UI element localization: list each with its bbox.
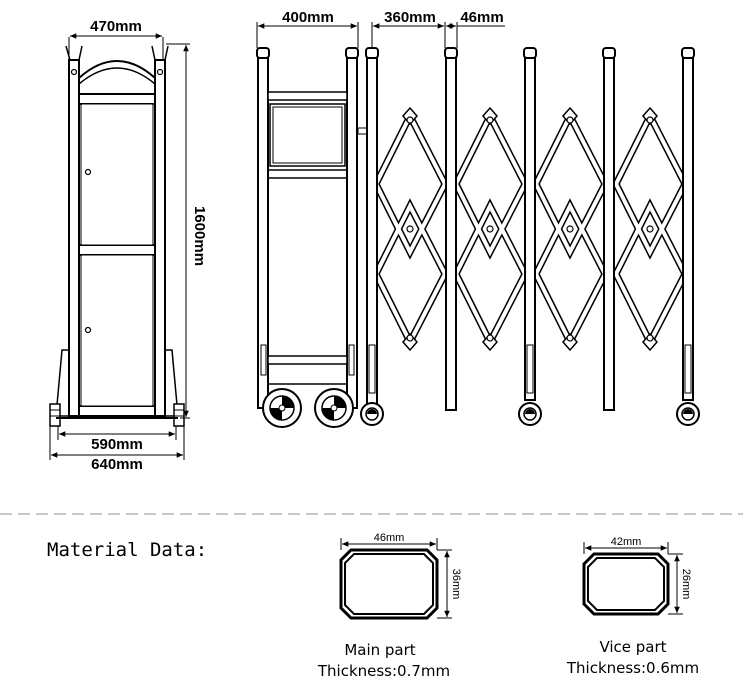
side-panel-upper xyxy=(80,103,154,246)
vice-part-profile: 42mm 26mm Vice part Thickness:0.6mm xyxy=(566,536,699,677)
side-view: 470mm 1600mm xyxy=(49,18,208,473)
front-view: 400mm 360mm 46mm xyxy=(256,9,700,428)
vice-part-height: 26mm xyxy=(680,569,692,600)
gate-post-1 xyxy=(360,47,384,426)
material-heading: Material Data: xyxy=(47,539,207,561)
side-post-right xyxy=(154,59,166,417)
gate-post-3 xyxy=(518,47,542,426)
dim-head-width: 400mm xyxy=(282,9,334,26)
wheel-icon xyxy=(262,388,302,428)
side-panel-lower xyxy=(80,254,154,407)
gate-posts xyxy=(360,47,700,426)
main-part-name: Main part xyxy=(344,641,415,659)
main-part-profile: 46mm 36mm Main part Thickness:0.7mm xyxy=(317,532,462,680)
dim-section-spacing: 360mm xyxy=(384,9,436,26)
gate-post-5 xyxy=(676,47,700,426)
vice-part-thickness: Thickness:0.6mm xyxy=(566,659,699,677)
head-unit xyxy=(256,47,359,428)
material-section: Material Data: 46mm 36mm Main part Thick… xyxy=(47,532,699,680)
dim-post-width: 46mm xyxy=(460,9,503,26)
main-part-height: 36mm xyxy=(450,569,462,600)
gate-post-2 xyxy=(444,47,458,411)
wheel-icon xyxy=(314,388,354,428)
vice-part-width: 42mm xyxy=(611,536,642,548)
lock-icon xyxy=(84,168,92,176)
vice-part-name: Vice part xyxy=(599,638,666,656)
foot-bolt-right xyxy=(173,403,185,427)
gate-post-4 xyxy=(602,47,616,411)
dim-top-width: 470mm xyxy=(90,18,142,35)
foot-bolt-left xyxy=(49,403,61,427)
main-part-thickness: Thickness:0.7mm xyxy=(317,662,450,680)
side-post-left xyxy=(68,59,80,417)
dim-base-outer: 640mm xyxy=(91,456,143,473)
dim-base-inner: 590mm xyxy=(91,436,143,453)
main-part-width: 46mm xyxy=(374,532,405,544)
lock-icon xyxy=(84,326,92,334)
dim-height: 1600mm xyxy=(191,206,208,266)
side-arch xyxy=(78,60,156,79)
